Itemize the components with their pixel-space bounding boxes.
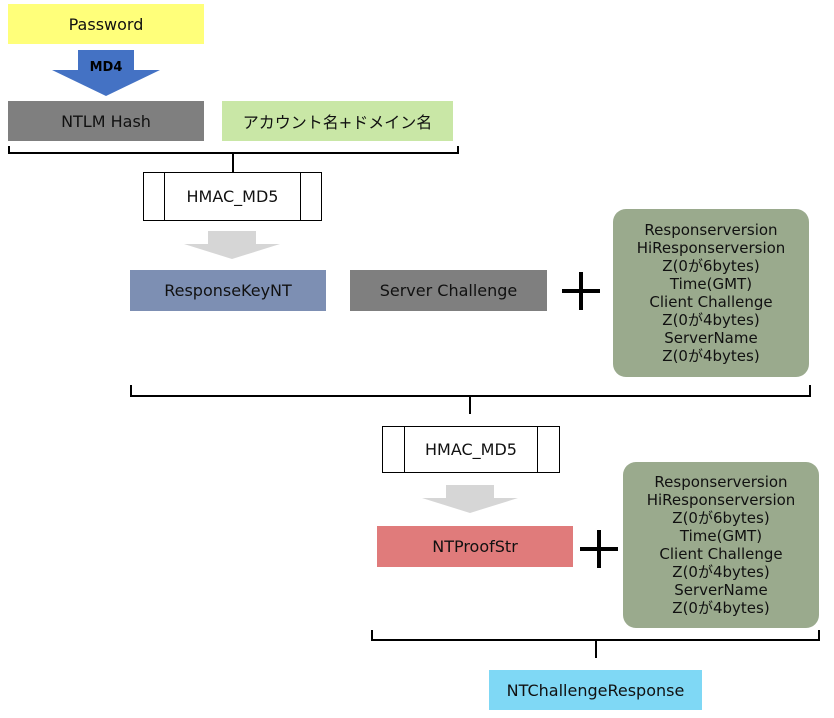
blob-2-line: Z(0が4bytes) [672, 599, 770, 617]
blob-1-line: HiResponserversion [636, 239, 786, 257]
blob-1-line: Z(0が6bytes) [662, 257, 760, 275]
bracket-1 [8, 146, 459, 172]
blob-1-line: Z(0が4bytes) [662, 311, 760, 329]
nt-challenge-response-node: NTChallengeResponse [489, 670, 702, 710]
bracket-2 [130, 385, 811, 414]
response-key-nt-node: ResponseKeyNT [130, 270, 326, 311]
account-domain-node: アカウント名+ドメイン名 [222, 101, 453, 141]
nt-proof-str-node: NTProofStr [377, 526, 573, 567]
bracket-3 [371, 630, 820, 658]
blob-1-line: Responserversion [644, 221, 778, 239]
plus-icon-1 [562, 272, 600, 310]
blob-node-2: Responserversion HiResponserversion Z(0が… [623, 462, 819, 628]
ntlm-hash-node: NTLM Hash [8, 101, 204, 141]
blob-1-line: Client Challenge [649, 293, 773, 311]
hmac-md5-label-2: HMAC_MD5 [425, 440, 517, 459]
password-node: Password [8, 4, 204, 44]
hmac-md5-node-1: HMAC_MD5 [143, 172, 322, 221]
gray-arrow-2 [422, 485, 518, 513]
plus-icon-2 [580, 530, 618, 568]
blob-1-line: Time(GMT) [669, 275, 753, 293]
md4-label: MD4 [89, 60, 123, 75]
blob-1-line: ServerName [664, 329, 758, 347]
blob-2-line: Z(0が6bytes) [672, 509, 770, 527]
hmac-md5-label-1: HMAC_MD5 [186, 187, 279, 206]
blob-2-line: Time(GMT) [679, 527, 763, 545]
gray-arrow-1 [184, 231, 280, 259]
blob-2-line: HiResponserversion [646, 491, 796, 509]
blob-node-1: Responserversion HiResponserversion Z(0が… [613, 209, 809, 377]
md4-arrow [52, 50, 160, 96]
blob-2-line: Responserversion [654, 473, 788, 491]
server-challenge-node: Server Challenge [350, 270, 547, 311]
hmac-md5-node-2: HMAC_MD5 [382, 426, 560, 473]
blob-2-line: Client Challenge [659, 545, 783, 563]
blob-2-line: ServerName [674, 581, 768, 599]
blob-2-line: Z(0が4bytes) [672, 563, 770, 581]
blob-1-line: Z(0が4bytes) [662, 347, 760, 365]
